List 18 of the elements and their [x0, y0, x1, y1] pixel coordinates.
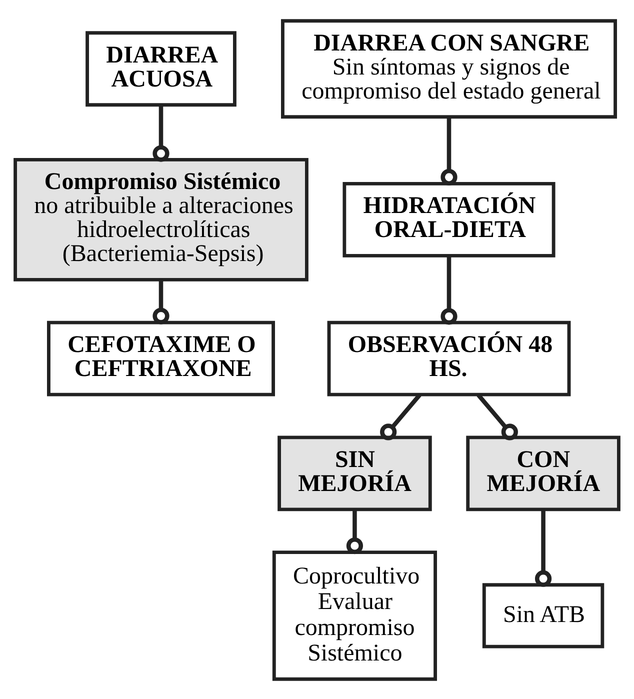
- node-box: DIARREA CON SANGRE Sin síntomas y signos de compromiso del estado general: [281, 18, 617, 118]
- connector: [380, 393, 422, 440]
- node-box: CON MEJORÍA: [466, 435, 620, 511]
- node-box: Coprocultivo Evaluar compromiso Sistémico: [272, 550, 437, 680]
- connector: [152, 105, 170, 162]
- node-box: HIDRATACIÓN ORAL-DIETA: [342, 182, 556, 257]
- node-box: CEFOTAXIME O CEFTRIAXONE: [47, 320, 275, 396]
- node-box: DIARREA ACUOSA: [86, 30, 236, 106]
- connector: [152, 280, 170, 324]
- node-box: Sin ATB: [482, 582, 604, 648]
- connector: [440, 116, 458, 185]
- connector: [476, 393, 518, 440]
- connector: [534, 508, 552, 586]
- node-box: SIN MEJORÍA: [278, 435, 432, 511]
- node-box: Compromiso Sistémico no atribuible a alteraciones hidroelectrolíticas (Bacteriemia-Sepsis): [14, 158, 308, 281]
- connector: [346, 508, 364, 554]
- connector: [440, 256, 458, 324]
- node-box: OBSERVACIÓN 48 HS.: [327, 320, 571, 396]
